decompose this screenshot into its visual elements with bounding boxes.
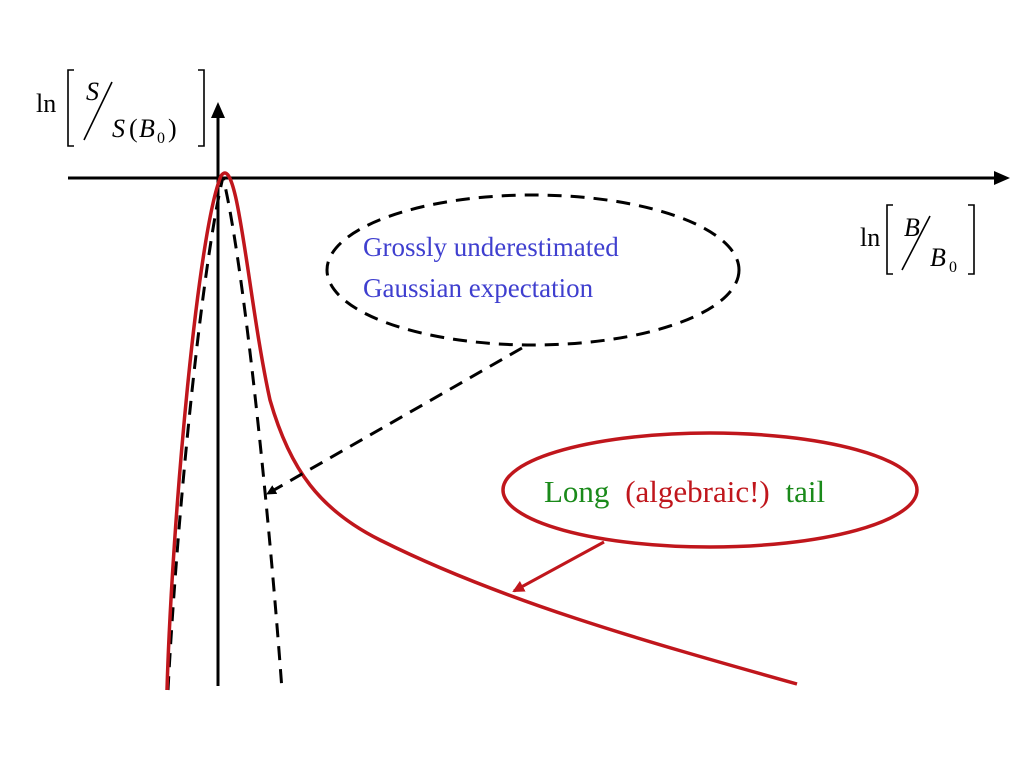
y-label-denom-sub-var: B bbox=[139, 114, 155, 143]
y-axis-label: ln S S ( B 0 ) bbox=[36, 69, 205, 147]
distribution-curve bbox=[165, 171, 798, 691]
tail-callout-text: Long (algebraic!) tail bbox=[544, 474, 825, 509]
x-label-left-bracket bbox=[886, 204, 893, 275]
gaussian-callout-line1: Grossly underestimated bbox=[363, 232, 619, 262]
y-axis-arrowhead bbox=[211, 102, 225, 118]
x-axis-label: ln B B 0 bbox=[860, 204, 975, 276]
gaussian-callout-line2: Gaussian expectation bbox=[363, 273, 594, 303]
gaussian-callout-ellipse bbox=[325, 193, 741, 347]
x-label-right-bracket bbox=[968, 204, 975, 275]
tail-callout-part1: Long bbox=[544, 474, 609, 509]
x-label-fn: ln bbox=[860, 223, 880, 252]
y-label-denom-open: ( bbox=[129, 114, 138, 143]
gaussian-callout-pointer bbox=[266, 346, 523, 496]
gaussian-curve bbox=[166, 176, 284, 691]
x-label-denom-subscript: 0 bbox=[949, 259, 957, 276]
tail-callout-part2: (algebraic!) bbox=[625, 474, 770, 509]
x-axis-arrowhead bbox=[994, 171, 1010, 185]
y-label-denom-var: S bbox=[112, 114, 125, 143]
y-label-left-bracket bbox=[67, 69, 74, 147]
y-label-denom-close: ) bbox=[168, 114, 177, 143]
x-label-numerator: B bbox=[904, 213, 920, 242]
y-label-fn: ln bbox=[36, 89, 56, 118]
x-label-fraction-slash bbox=[901, 215, 931, 271]
y-label-denom-subscript: 0 bbox=[157, 130, 165, 147]
y-label-right-bracket bbox=[198, 69, 205, 147]
tail-callout-pointer bbox=[512, 540, 605, 593]
x-label-denom-var: B bbox=[930, 243, 946, 272]
tail-callout-part3: tail bbox=[786, 474, 826, 509]
y-label-fraction-slash bbox=[83, 81, 113, 141]
y-label-numerator: S bbox=[86, 77, 99, 106]
tail-callout-ellipse bbox=[501, 431, 919, 549]
